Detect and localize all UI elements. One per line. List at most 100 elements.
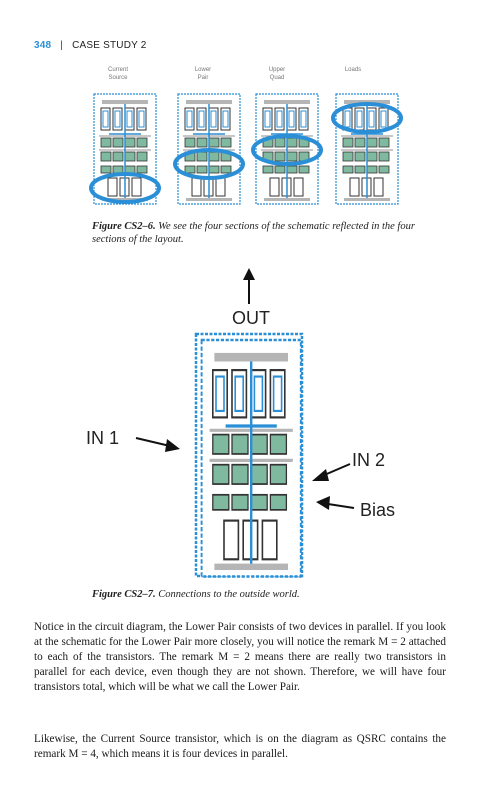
thumb-current-source-pair-device [100, 137, 112, 148]
thumb-loads-pair-device [378, 151, 390, 162]
thumb-current-source-pair-device [112, 137, 124, 148]
thumb-loads-bottom-bar [344, 198, 390, 201]
thumb-current-source-pair-device [136, 137, 148, 148]
section-title: CASE STUDY 2 [72, 40, 147, 51]
thumb-current-source-route [109, 104, 141, 198]
thumb-upper-quad-load-wire [300, 110, 307, 128]
layout-connections [135, 268, 355, 578]
thumb-lower-pair-pair-device [208, 137, 220, 148]
thumb-upper-quad-pair-device [286, 151, 298, 162]
thumb-current-source-quad-device [112, 165, 124, 174]
thumb-upper-quad-source-device [293, 177, 304, 197]
thumb-current-source-bottom-bar [102, 198, 148, 201]
thumb-upper-quad-bottom-bar [264, 198, 310, 201]
thumb-lower-pair-pair-device [196, 151, 208, 162]
thumb-current-source-quad-device [100, 165, 112, 174]
thumb-lower-pair-pair-device [208, 151, 220, 162]
thumb-current-source-load-device [136, 107, 147, 131]
body-paragraph-1: Notice in the circuit diagram, the Lower… [34, 621, 446, 693]
thumb-upper-quad-pair-device [274, 137, 286, 148]
page-number: 348 [34, 40, 52, 51]
thumb-upper-quad-quad-device [274, 165, 286, 174]
thumb-lower-pair-quad-device [220, 165, 232, 174]
thumb-lower-pair-load-wire [222, 110, 229, 128]
main-source-device [223, 519, 240, 561]
main-pair-device [269, 433, 288, 455]
thumb-lower-pair-load-device [220, 107, 231, 131]
highlight-current-source [89, 172, 161, 204]
thumb-upper-quad-top-bar [264, 100, 310, 104]
layout-thumbnails [89, 93, 403, 205]
main-route [225, 361, 277, 564]
thumb-current-source-pair-device [100, 151, 112, 162]
figure-cs2-6-caption: Figure CS2–6. We see the four sections o… [92, 220, 422, 246]
main-pair-device [231, 433, 249, 455]
thumb-loads-quad-device [366, 165, 378, 174]
thumb-current-source-cell [93, 93, 157, 205]
label-in1: IN 1 [86, 428, 120, 448]
thumb-lower-pair-top-bar [186, 100, 232, 104]
figure-cs2-7-caption: Figure CS2–7. Connections to the outside… [92, 588, 412, 601]
thumb-lower-pair-load-wire [210, 110, 217, 128]
main-pair-device [250, 463, 268, 485]
caption-label: Figure CS2–7. [92, 589, 156, 600]
thumb-lower-pair-source-device [191, 177, 202, 197]
thumb-loads-cell [335, 93, 399, 205]
thumb-current-source-pair-device [124, 137, 136, 148]
thumb-loads-pair-device [378, 137, 390, 148]
main-quad-device [231, 493, 249, 511]
thumb-current-source-load-wire [102, 110, 109, 128]
thumb-loads-pair-device [342, 151, 354, 162]
main-quad-device [269, 493, 288, 511]
in1-arrow-line [135, 437, 171, 447]
thumb-loads-source-device [349, 177, 360, 197]
section-label-loads: Loads [344, 67, 362, 73]
main-load-wire [215, 375, 225, 413]
thumb-lower-pair-cell [177, 93, 241, 205]
thumb-upper-quad-quad-device [262, 165, 274, 174]
thumb-lower-pair-pair-device [196, 137, 208, 148]
main-load-wire [234, 375, 245, 413]
thumb-current-source-source-device [131, 177, 142, 197]
thumb-loads-quad-device [378, 165, 390, 174]
thumb-loads-pair-device [354, 151, 366, 162]
thumb-upper-quad-quad-device [286, 165, 298, 174]
thumb-current-source-load-wire [114, 110, 121, 128]
thumb-lower-pair-pair-device [184, 137, 196, 148]
caption-text: We see the four sections of the schemati… [92, 221, 415, 245]
thumb-current-source-pair-device [136, 151, 148, 162]
thumb-upper-quad-cell [255, 93, 319, 205]
caption-label: Figure CS2–6. [92, 221, 156, 232]
thumb-lower-pair-load-device [196, 107, 207, 131]
thumb-current-source-pair-device [124, 151, 136, 162]
thumb-upper-quad-quad-device [298, 165, 310, 174]
thumb-current-source-load-device [112, 107, 123, 131]
highlight-lower-pair [173, 148, 245, 180]
thumb-loads-pair-device [354, 137, 366, 148]
main-pair-device [231, 463, 249, 485]
layout-inner [200, 338, 302, 578]
out-arrow-head [243, 268, 255, 280]
thumb-current-source-load-device [100, 107, 111, 131]
thumb-upper-quad-load-device [298, 107, 309, 131]
thumb-loads-load-wire [356, 110, 363, 128]
thumb-current-source-pair-device [112, 151, 124, 162]
thumb-upper-quad-source-device [269, 177, 280, 197]
thumb-current-source-load-wire [126, 110, 133, 128]
thumb-lower-pair-quad-device [184, 165, 196, 174]
thumb-lower-pair-bottom-bar [186, 198, 232, 201]
header-separator: | [60, 40, 64, 51]
main-pair-device [250, 433, 268, 455]
thumb-loads-pair-device [342, 137, 354, 148]
bias-arrow-head [316, 496, 330, 510]
thumb-upper-quad-load-wire [276, 110, 283, 128]
thumb-current-source-source-device [107, 177, 118, 197]
thumb-lower-pair-load-wire [198, 110, 205, 128]
figure-cs2-7: OUT IN 1 IN 2 Bias [84, 268, 414, 586]
main-load-wire [253, 375, 264, 413]
body-paragraph-2: Likewise, the Current Source transistor,… [34, 733, 446, 760]
main-cell [200, 338, 302, 578]
